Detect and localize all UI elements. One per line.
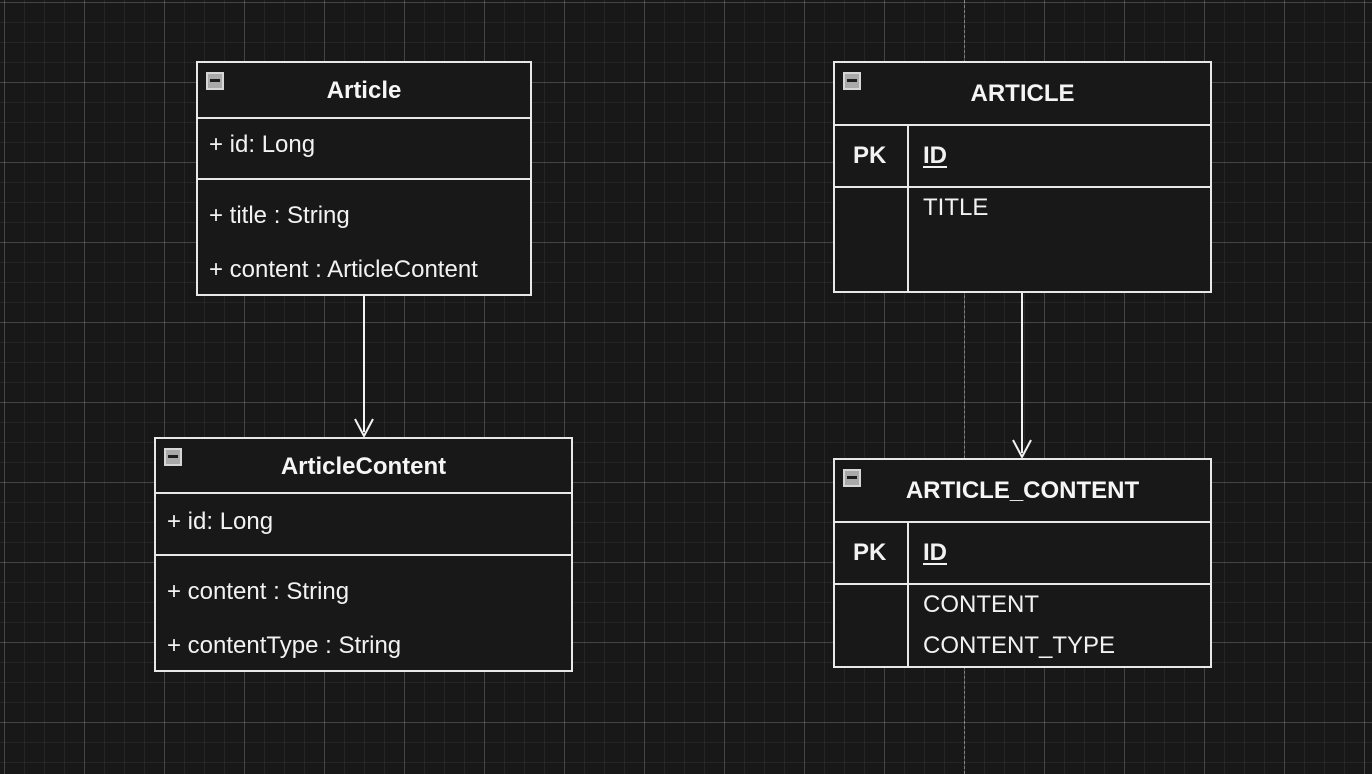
column-row: TITLE: [923, 194, 989, 221]
erd-table-article[interactable]: ARTICLE PK ID TITLE: [833, 61, 1212, 293]
column-row: CONTENT: [923, 591, 1039, 618]
page-break-divider: [964, 0, 965, 774]
primary-key-field: ID: [923, 539, 947, 566]
collapse-icon[interactable]: [164, 448, 182, 466]
column-row: CONTENT_TYPE: [923, 632, 1116, 659]
key-column-divider: [907, 124, 909, 293]
table-name: ARTICLE_CONTENT: [905, 477, 1140, 504]
uml-class-article-content[interactable]: ArticleContent + id: Long + content : St…: [154, 437, 573, 672]
primary-key-label: PK: [853, 539, 887, 566]
attribute-row: + contentType : String: [167, 632, 402, 659]
header-divider: [835, 124, 1210, 126]
attribute-row: + content : ArticleContent: [209, 256, 478, 283]
class-name: Article: [326, 77, 402, 104]
section-divider: [198, 178, 530, 180]
header-divider: [198, 117, 530, 119]
collapse-icon[interactable]: [843, 469, 861, 487]
key-divider: [835, 186, 1210, 188]
uml-class-article[interactable]: Article + id: Long + title : String + co…: [196, 61, 532, 296]
section-divider: [156, 554, 571, 556]
primary-key-label: PK: [853, 142, 887, 169]
uml-association-arrow[interactable]: [354, 296, 374, 437]
attribute-row: + title : String: [209, 202, 350, 229]
erd-table-article-content[interactable]: ARTICLE_CONTENT PK ID CONTENT CONTENT_TY…: [833, 458, 1212, 668]
key-column-divider: [907, 521, 909, 668]
erd-relationship-arrow[interactable]: [1012, 292, 1032, 458]
header-divider: [156, 492, 571, 494]
class-name: ArticleContent: [280, 453, 447, 480]
id-attribute: + id: Long: [209, 131, 316, 158]
collapse-icon[interactable]: [206, 72, 224, 90]
primary-key-field: ID: [923, 142, 947, 169]
collapse-icon[interactable]: [843, 72, 861, 90]
attribute-row: + content : String: [167, 578, 350, 605]
id-attribute: + id: Long: [167, 508, 274, 535]
table-name: ARTICLE: [970, 80, 1075, 107]
header-divider: [835, 521, 1210, 523]
key-divider: [835, 583, 1210, 585]
